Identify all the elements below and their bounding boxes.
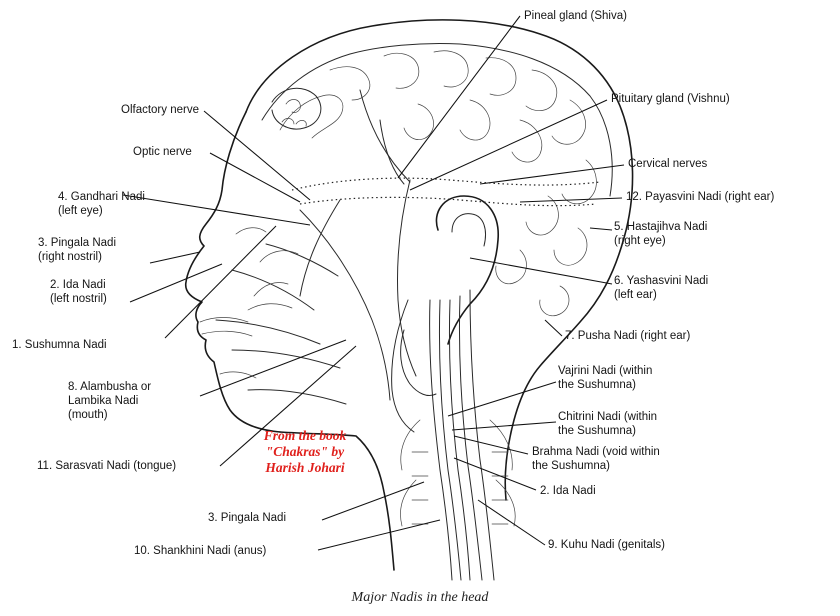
label-yashasvini-nadi: 6. Yashasvini Nadi (left ear): [614, 274, 708, 302]
label-brahma-nadi: Brahma Nadi (void within the Sushumna): [532, 445, 660, 473]
brain-gyri: [262, 43, 612, 315]
leader-pineal: [398, 16, 520, 178]
leader-ida: [454, 458, 536, 490]
figure-caption: Major Nadis in the head: [0, 590, 840, 606]
leader-ida-nostril: [130, 264, 222, 302]
leader-vajrini: [448, 382, 556, 416]
label-pingala-nadi-nostril: 3. Pingala Nadi (right nostril): [38, 236, 116, 264]
label-cervical-nerves: Cervical nerves: [628, 157, 707, 171]
label-kuhu-nadi: 9. Kuhu Nadi (genitals): [548, 538, 665, 552]
label-alambusha-nadi: 8. Alambusha or Lambika Nadi (mouth): [68, 380, 151, 422]
label-ida-nadi: 2. Ida Nadi: [540, 484, 596, 498]
leader-payasvini: [520, 198, 622, 202]
label-pusha-nadi: 7. Pusha Nadi (right ear): [565, 329, 690, 343]
leader-pingala-nostril: [150, 252, 200, 263]
label-hastajihva-nadi: 5. Hastajihva Nadi (right eye): [614, 220, 707, 248]
leader-shankhini: [318, 520, 440, 550]
leader-brahma: [454, 436, 528, 454]
label-sushumna-nadi: 1. Sushumna Nadi: [12, 338, 107, 352]
leader-olfactory: [204, 111, 310, 200]
leader-sushumna: [165, 226, 276, 338]
leader-hastajihva: [590, 228, 612, 230]
label-payasvini-nadi: 12. Payasvini Nadi (right ear): [626, 190, 774, 204]
book-credit-watermark: From the book "Chakras" by Harish Johari: [230, 428, 380, 476]
label-pingala-nadi: 3. Pingala Nadi: [208, 511, 286, 525]
label-shankhini-nadi: 10. Shankhini Nadi (anus): [134, 544, 266, 558]
leader-pusha: [545, 320, 562, 336]
leader-pingala: [322, 482, 424, 520]
leader-chitrini: [452, 422, 556, 430]
label-gandhari-nadi: 4. Gandhari Nadi (left eye): [58, 190, 145, 218]
label-sarasvati-nadi: 11. Sarasvati Nadi (tongue): [37, 459, 176, 473]
label-olfactory-nerve: Olfactory nerve: [121, 103, 199, 117]
leader-alambusha: [200, 340, 346, 396]
leader-gandhari: [123, 195, 310, 225]
label-pineal-gland: Pineal gland (Shiva): [524, 9, 627, 23]
label-pituitary-gland: Pituitary gland (Vishnu): [611, 92, 730, 106]
label-ida-nadi-nostril: 2. Ida Nadi (left nostril): [50, 278, 107, 306]
label-vajrini-nadi: Vajrini Nadi (within the Sushumna): [558, 364, 652, 392]
spinal-column: [401, 290, 516, 580]
leader-pituitary: [410, 100, 607, 190]
label-optic-nerve: Optic nerve: [133, 145, 192, 159]
label-chitrini-nadi: Chitrini Nadi (within the Sushumna): [558, 410, 657, 438]
leader-cervical: [480, 165, 624, 184]
facial-nerve-branches: [200, 90, 436, 432]
